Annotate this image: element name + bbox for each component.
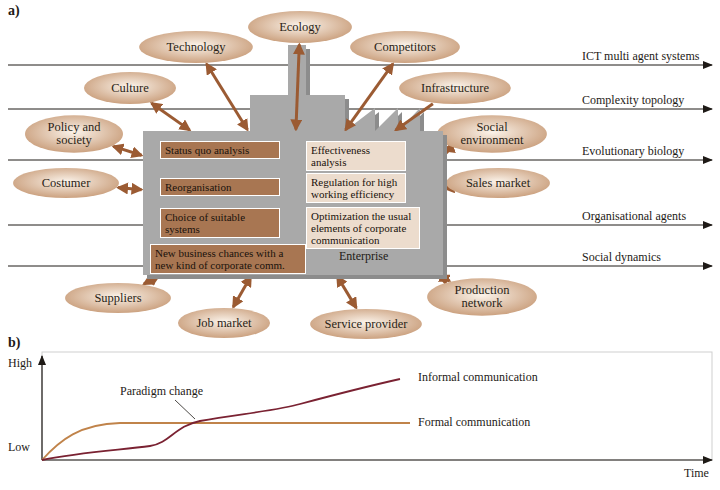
context-ellipse: Suppliers [64, 282, 172, 314]
text-label: Evolutionary biology [582, 145, 684, 158]
text-label: High [8, 357, 32, 370]
relation-arrow [152, 103, 190, 130]
leader-line [175, 400, 195, 419]
relation-arrow [118, 188, 141, 190]
relation-arrow [337, 276, 356, 308]
chart-frame [42, 352, 712, 460]
text-label: b) [8, 336, 20, 349]
text-label: ICT multi agent systems [582, 50, 699, 63]
node-text: Costumer [42, 177, 91, 190]
text-label: Formal communication [418, 416, 530, 429]
context-ellipse: Sales market [445, 167, 551, 199]
ellipse-fill [25, 115, 123, 153]
relation-arrow [144, 276, 159, 284]
text-label: Low [8, 441, 30, 454]
relation-arrow [233, 276, 251, 307]
ellipse-fill [248, 11, 352, 43]
x-axis [42, 459, 712, 460]
node-text: Infrastructure [421, 82, 489, 95]
goal-box: Effectiveness analysis [306, 141, 406, 171]
theory-lines [8, 65, 712, 266]
node-text: Service provider [325, 318, 408, 331]
relation-arrow [444, 186, 447, 189]
node-text: Job market [196, 317, 251, 330]
relation-arrow [439, 276, 449, 281]
enterprise-building: Enterprise Status quo analysis Effectivene… [143, 131, 443, 275]
node-text: Production network [436, 284, 528, 310]
context-ellipse: Costumer [12, 167, 120, 199]
node-text: Choice of suitable systems [165, 211, 275, 235]
text-label: Time [684, 467, 709, 480]
context-ellipse: Policy and society [24, 114, 124, 154]
goal-box: Optimization the usual elements of corpo… [306, 207, 420, 249]
node-text: Effectiveness analysis [311, 144, 401, 168]
ellipse-fill [84, 72, 176, 104]
node-text: Competitors [374, 41, 436, 54]
ellipse-fill [350, 31, 460, 63]
chart-axes [42, 356, 712, 460]
context-ellipse: Infrastructure [398, 71, 512, 105]
process-box: Reorganisation [160, 178, 280, 196]
context-ellipse: Culture [83, 71, 177, 105]
ellipse-fill [427, 278, 537, 316]
enterprise-label: Enterprise [339, 249, 388, 264]
node-text: Reorganisation [165, 181, 275, 193]
text-label: Social dynamics [582, 251, 661, 264]
ellipse-fill [437, 115, 547, 153]
node-text: Suppliers [94, 292, 141, 305]
node-text: Technology [167, 41, 226, 54]
node-text: New business chances with a new kind of … [155, 247, 301, 271]
node-text: Policy and society [34, 121, 114, 147]
ellipse-fill [446, 168, 550, 198]
text-label: Informal communication [418, 371, 538, 384]
process-box: Choice of suitable systems [160, 208, 280, 238]
relation-arrow [113, 146, 141, 155]
process-box: Status quo analysis [160, 141, 280, 159]
context-ellipse: Job market [177, 307, 271, 339]
node-text: Status quo analysis [165, 144, 275, 156]
context-ellipse: Technology [138, 30, 254, 64]
ellipse-fill [399, 72, 511, 104]
node-text: Sales market [466, 177, 530, 190]
node-text: Social environment [446, 121, 538, 147]
context-ellipse: Competitors [349, 30, 461, 64]
process-box: New business chances with a new kind of … [150, 244, 306, 274]
relation-arrow [346, 64, 393, 130]
theory-line [8, 65, 712, 66]
context-ellipse: Social environment [436, 114, 548, 154]
node-text: Regulation for high working efficiency [311, 176, 401, 200]
formal-curve [42, 423, 410, 460]
relation-arrow [207, 64, 248, 130]
context-ellipse: Service provider [309, 308, 423, 340]
node-text: Optimization the usual elements of corpo… [311, 210, 415, 246]
relation-arrow [444, 148, 452, 151]
relation-arrow [296, 44, 299, 129]
ellipse-fill [310, 309, 422, 339]
ellipse-fill [65, 283, 171, 313]
text-label: Organisational agents [582, 210, 686, 223]
y-axis [41, 356, 42, 460]
ellipse-fill [139, 31, 253, 63]
context-ellipse: Production network [426, 277, 538, 317]
node-text: Culture [111, 82, 149, 95]
informal-curve [42, 379, 400, 460]
ellipse-fill [13, 168, 119, 198]
text-label: Complexity topology [582, 94, 684, 107]
text-label: a) [8, 4, 20, 17]
node-text: Ecology [279, 21, 321, 34]
text-label: Paradigm change [120, 385, 203, 398]
context-ellipse: Ecology [247, 10, 353, 44]
ellipse-fill [178, 308, 270, 338]
relation-arrow [396, 104, 433, 130]
goal-box: Regulation for high working efficiency [306, 173, 406, 203]
